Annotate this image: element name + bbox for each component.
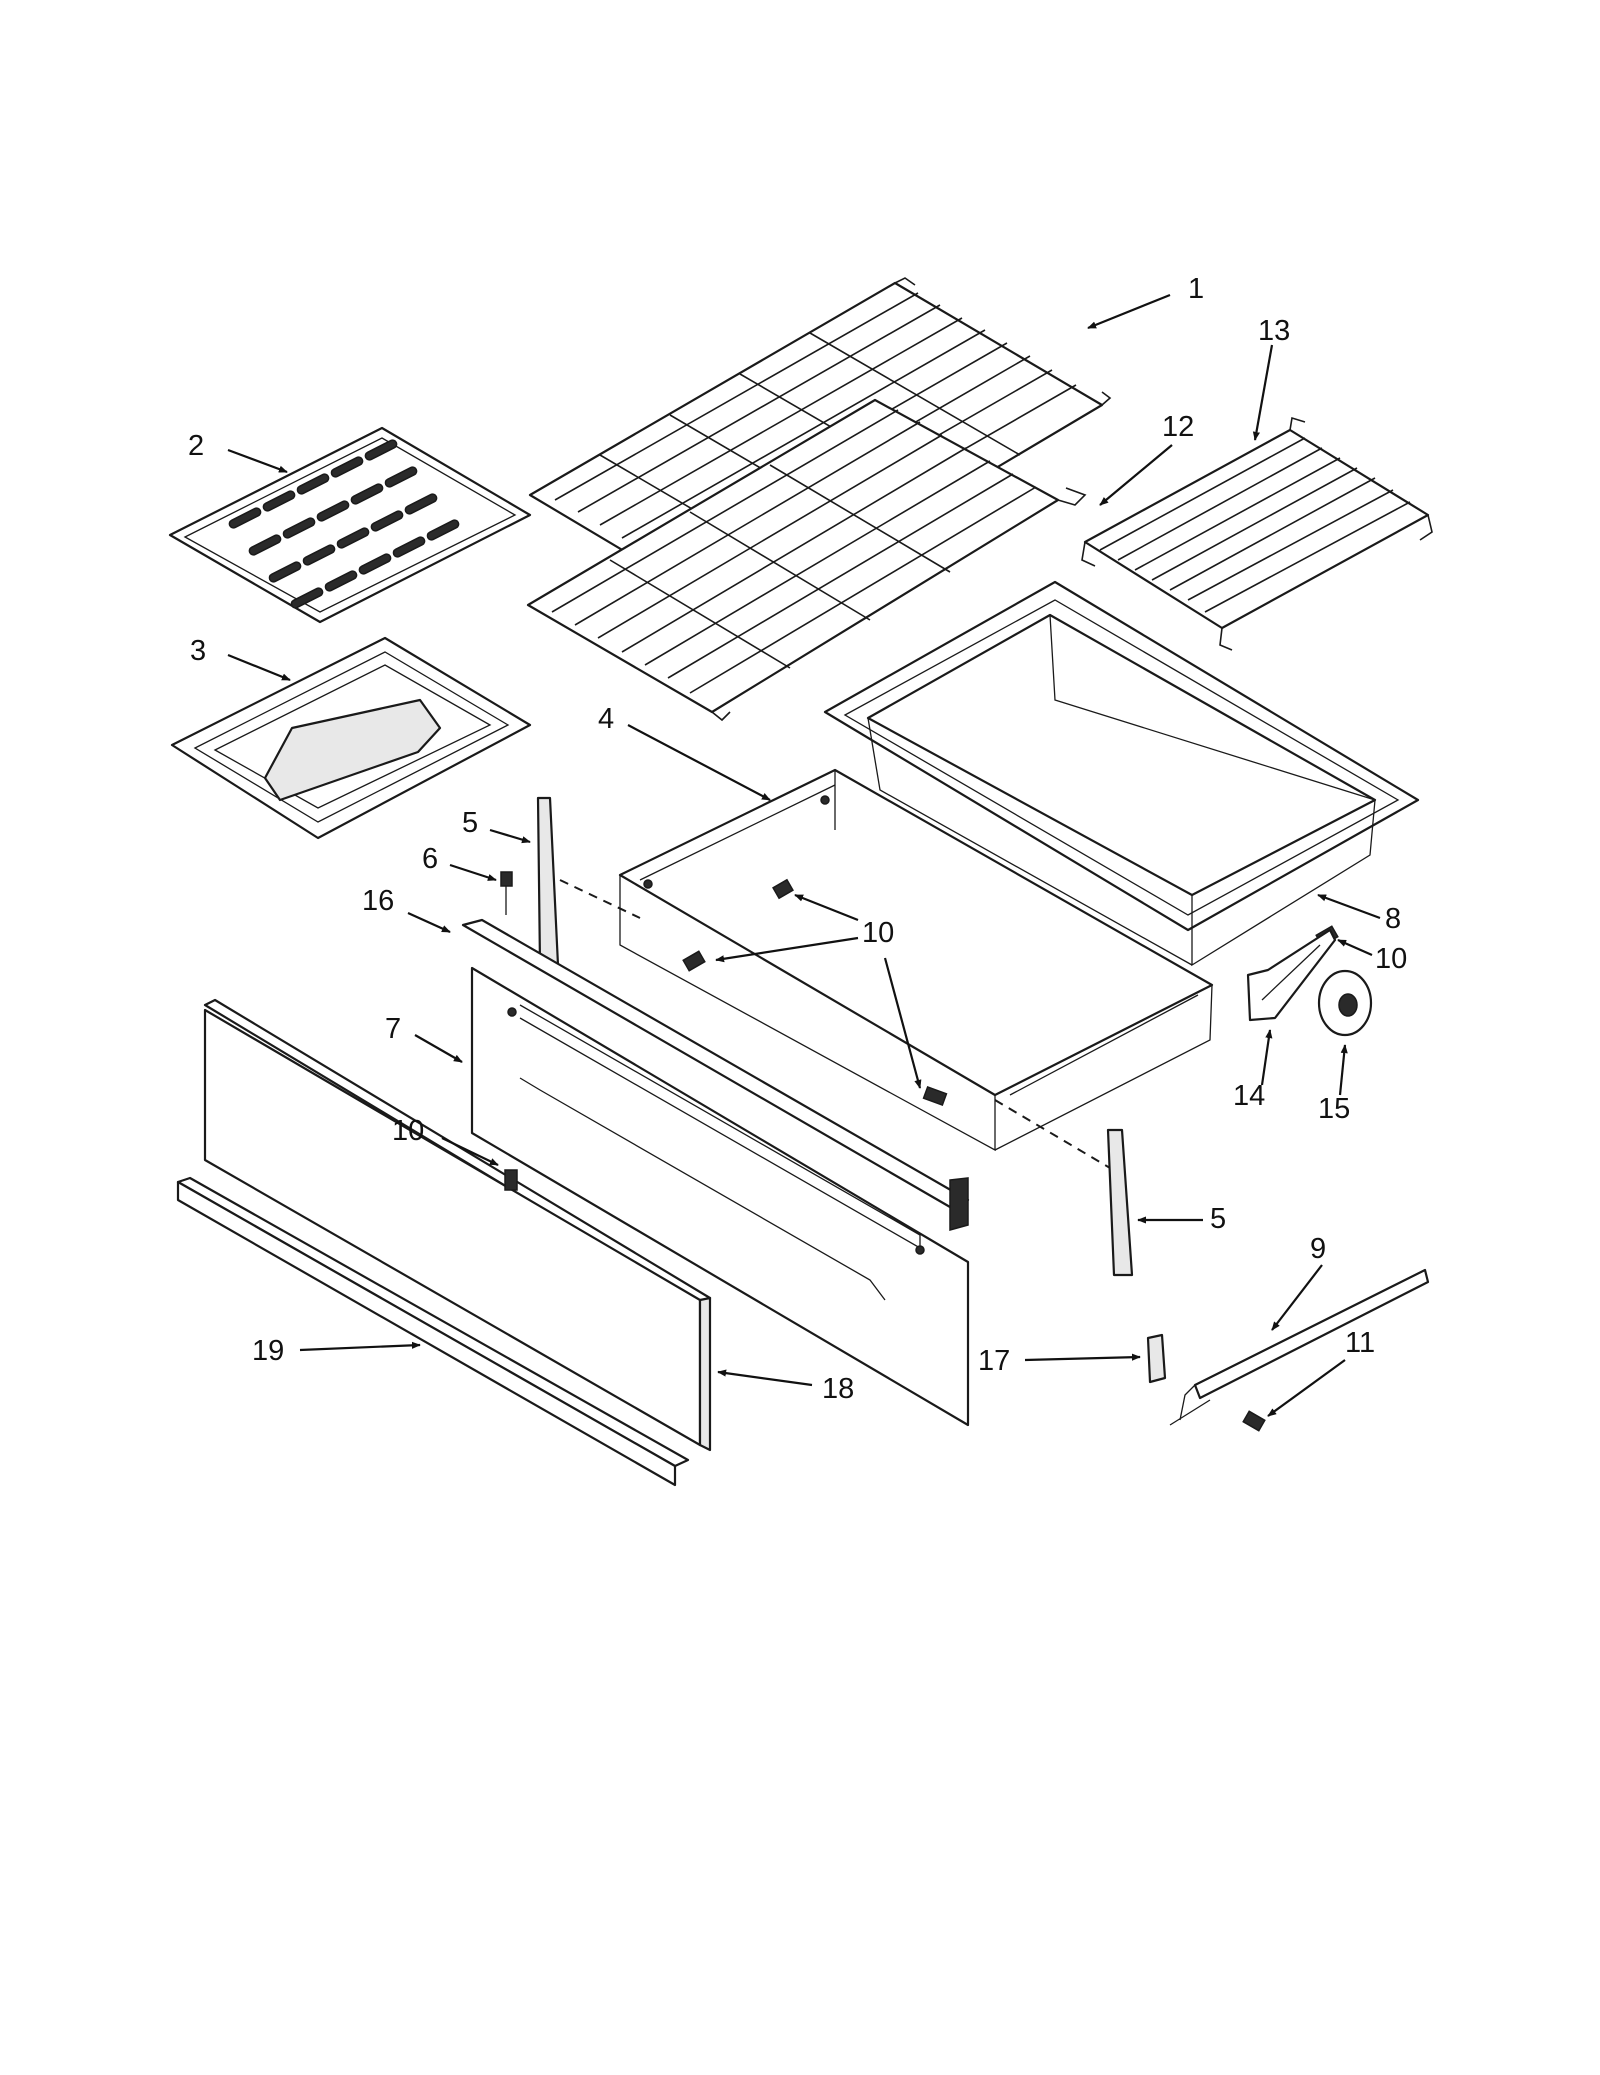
callout-15: 15	[1318, 1093, 1350, 1125]
callout-1: 1	[1188, 273, 1204, 305]
alignment-line-left	[559, 879, 641, 919]
roller	[1317, 969, 1373, 1037]
clip-17	[1146, 1333, 1167, 1384]
callout-12: 12	[1162, 411, 1194, 443]
screw-6	[500, 871, 513, 915]
broiler-pan	[170, 636, 532, 840]
callout-labels: 1 2 3 4 5 6 16 7 10 13 12 10 8 10 14 15 …	[188, 273, 1407, 1405]
drawer-slide-left	[536, 796, 560, 967]
broiler-grid	[168, 426, 532, 624]
side-rail	[1169, 1268, 1430, 1426]
callout-9: 9	[1310, 1233, 1326, 1265]
drawer-frame	[618, 768, 1214, 1152]
callout-10-frame: 10	[862, 917, 894, 949]
callout-18: 18	[822, 1373, 854, 1405]
oven-rack-lower	[526, 398, 1087, 722]
callout-14: 14	[1233, 1080, 1265, 1112]
leader-arrows	[227, 293, 1381, 1417]
drawer-front-panel	[470, 966, 970, 1427]
callout-5-left: 5	[462, 807, 478, 839]
drawer-slide-right	[1106, 1128, 1134, 1277]
callout-6: 6	[422, 843, 438, 875]
alignment-line-right	[994, 1099, 1111, 1169]
callout-11: 11	[1345, 1327, 1375, 1359]
drawer-pan	[823, 580, 1420, 967]
kick-panel	[203, 998, 712, 1452]
callout-13: 13	[1258, 315, 1290, 347]
screw-11	[1242, 1410, 1266, 1432]
callout-3: 3	[190, 635, 206, 667]
callout-19: 19	[252, 1335, 284, 1367]
base-trim	[176, 1176, 690, 1487]
callout-8: 8	[1385, 903, 1401, 935]
callout-17: 17	[978, 1345, 1010, 1377]
screw-10-d	[504, 1169, 518, 1191]
screw-10-b	[682, 950, 706, 972]
callout-7: 7	[385, 1013, 401, 1045]
callout-2: 2	[188, 430, 204, 462]
callout-16: 16	[362, 885, 394, 917]
callout-10-front: 10	[392, 1115, 424, 1147]
screw-10-a	[772, 878, 794, 900]
callout-5-right: 5	[1210, 1203, 1226, 1235]
callout-10-bracket: 10	[1375, 943, 1407, 975]
callout-4: 4	[598, 703, 614, 735]
screw-10-c	[922, 1085, 948, 1107]
warming-rack	[1081, 416, 1433, 651]
drawer-trim-bar	[461, 918, 970, 1231]
roller-bracket	[1246, 928, 1337, 1022]
